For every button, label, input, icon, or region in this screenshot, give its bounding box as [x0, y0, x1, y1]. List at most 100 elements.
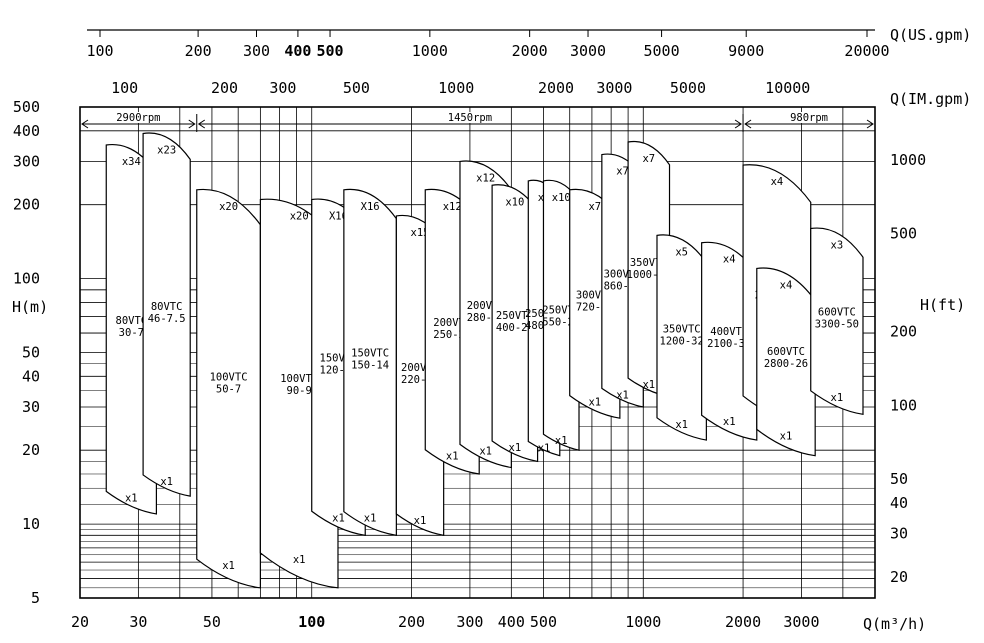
plot-frame	[79, 29, 876, 599]
im-tick-label: 200	[211, 79, 238, 97]
im-tick-label: 2000	[538, 79, 574, 97]
min-stage-label: x1	[414, 515, 427, 527]
im-tick-label: 300	[269, 79, 296, 97]
y-tick-label: 30	[22, 398, 40, 416]
speed-band-label: 2900rpm	[116, 112, 160, 124]
pump-model-label: 80VTC	[151, 301, 183, 313]
max-stage-label: x4	[723, 254, 736, 266]
pump-model-label: 50-7	[216, 384, 241, 396]
min-stage-label: x1	[538, 442, 551, 454]
y-axis-right-label: H(ft)	[920, 296, 965, 314]
max-stage-label: x4	[780, 279, 793, 291]
min-stage-label: x1	[675, 419, 688, 431]
im-tick-label: 500	[343, 79, 370, 97]
pump-model-label: 600VTC	[818, 307, 856, 319]
speed-band-label: 1450rpm	[448, 112, 492, 124]
x-tick-label: 30	[129, 613, 147, 631]
pump-model-label: 2100-35	[707, 338, 751, 350]
y-right-tick-label: 1000	[890, 151, 926, 169]
x-tick-label: 1000	[625, 613, 661, 631]
y-right-tick-label: 40	[890, 494, 908, 512]
us-tick-label: 5000	[644, 42, 680, 60]
us-tick-label: 20000	[844, 42, 889, 60]
max-stage-label: x7	[588, 201, 601, 213]
y-right-tick-label: 500	[890, 225, 917, 243]
plot-border	[79, 106, 876, 599]
x-tick-label: 400	[498, 613, 525, 631]
y-tick-label: 10	[22, 515, 40, 533]
pump-model-label: 100VTC	[210, 372, 248, 384]
pump-model-label: 250VTC	[496, 310, 534, 322]
pump-model-label: 1200-32	[660, 336, 704, 348]
min-stage-label: x1	[479, 445, 492, 457]
max-stage-label: x4	[771, 176, 784, 188]
us-tick-label: 9000	[728, 42, 764, 60]
pump-model-label: 46-7.5	[148, 313, 186, 325]
im-tick-label: 3000	[596, 79, 632, 97]
max-stage-label: x12	[476, 172, 495, 184]
max-stage-label: x12	[443, 201, 462, 213]
pump-curves: 80VTC30-7x34x180VTC46-7.5x23x1100VTC50-7…	[105, 132, 864, 589]
im-tick-label: 10000	[765, 79, 810, 97]
speed-band-label-bg	[106, 112, 171, 123]
us-tick-label: 100	[86, 42, 113, 60]
speed-band-arrow-left	[744, 119, 752, 129]
pump-model-label: 400-28	[496, 322, 534, 334]
us-tick-label: 500	[316, 42, 343, 60]
y-right-tick-label: 200	[890, 322, 917, 340]
pump-model-label: 2800-26	[764, 358, 808, 370]
im-tick-label: 5000	[670, 79, 706, 97]
y-axis-label: H(m)	[12, 298, 48, 316]
x-tick-label: 50	[203, 613, 221, 631]
pump-model-label: 150VTC	[351, 348, 389, 360]
x-tick-label: 200	[398, 613, 425, 631]
min-stage-label: x1	[293, 554, 306, 566]
y-tick-label: 40	[22, 367, 40, 385]
y-tick-label: 400	[13, 122, 40, 140]
us-tick-label: 400	[284, 42, 311, 60]
pump-model-label: 100VTC	[280, 373, 318, 385]
min-stage-label: x1	[831, 392, 844, 404]
speed-band-arrow-left	[81, 119, 89, 129]
min-stage-label: x1	[125, 492, 138, 504]
min-stage-label: x1	[509, 442, 522, 454]
max-stage-label: x34	[122, 156, 141, 168]
y-tick-label: 200	[13, 196, 40, 214]
max-stage-label: x10	[505, 196, 524, 208]
speed-band-arrow-right	[866, 119, 874, 129]
pump-model-label: 80VTC	[116, 315, 148, 327]
im-tick-label: 100	[111, 79, 138, 97]
im-tick-label: 1000	[438, 79, 474, 97]
y-tick-label: 5	[31, 589, 40, 607]
pump-model-label: 3300-50	[815, 319, 859, 331]
x-tick-label: 2000	[725, 613, 761, 631]
speed-band-label-bg	[777, 112, 842, 123]
y-tick-label: 50	[22, 344, 40, 362]
x-tick-label: 20	[71, 613, 89, 631]
y-right-tick-label: 20	[890, 568, 908, 586]
min-stage-label: x1	[642, 379, 655, 391]
pump-model-label: 90-9	[287, 385, 312, 397]
y-tick-label: 500	[13, 98, 40, 116]
y-tick-label: 300	[13, 152, 40, 170]
pump-model-label: 30-7	[119, 327, 144, 339]
x-tick-label: 500	[530, 613, 557, 631]
pump-model-label: 600VTC	[767, 346, 805, 358]
min-stage-label: x1	[780, 430, 793, 442]
us-tick-label: 200	[185, 42, 212, 60]
x-axis-label: Q(m³/h)	[863, 615, 926, 633]
max-stage-label: x7	[642, 153, 655, 165]
min-stage-label: x1	[555, 435, 568, 447]
top-us-axis-label: Q(US.gpm)	[890, 26, 971, 44]
max-stage-label: X16	[329, 210, 348, 222]
min-stage-label: x1	[616, 389, 629, 401]
x-tick-label: 100	[298, 613, 325, 631]
max-stage-label: X16	[361, 201, 380, 213]
min-stage-label: x1	[364, 513, 377, 525]
us-tick-label: 1000	[412, 42, 448, 60]
axes: Q(m³/h) Q(US.gpm) Q(IM.gpm) H(m) H(ft) 2…	[12, 26, 971, 633]
max-stage-label: x23	[157, 144, 176, 156]
y-tick-label: 100	[13, 270, 40, 288]
